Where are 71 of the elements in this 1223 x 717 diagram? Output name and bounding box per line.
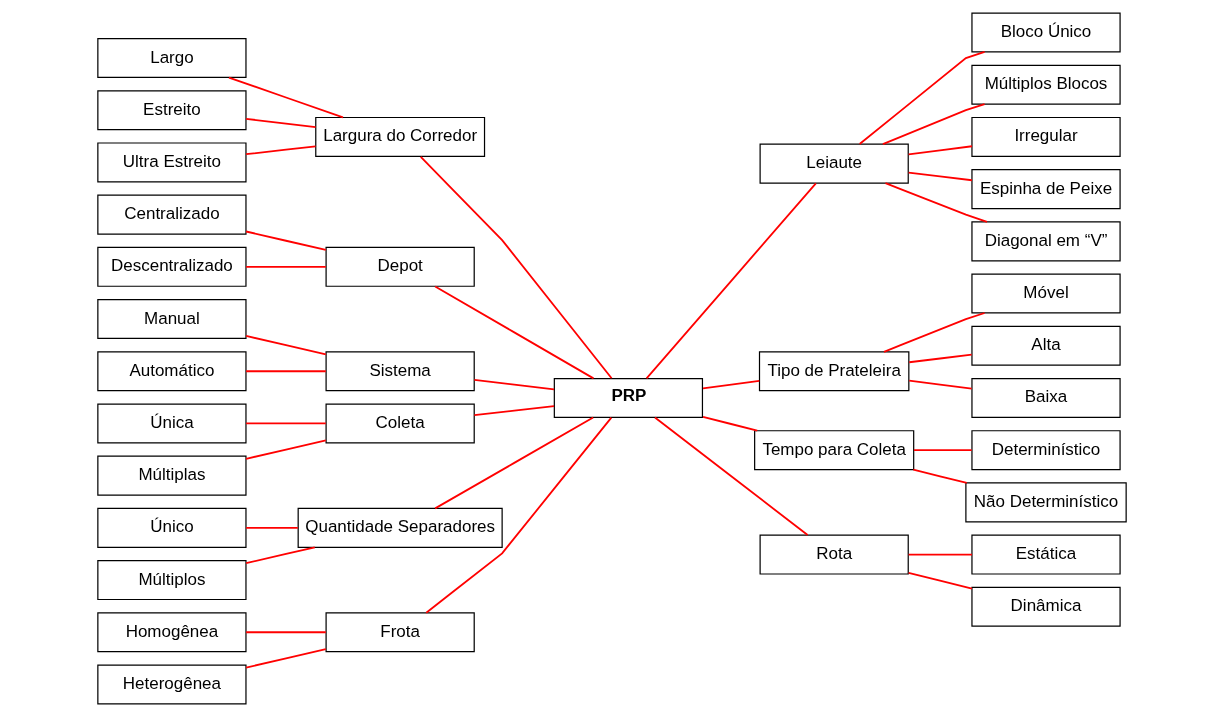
node-box: Rota xyxy=(759,534,909,575)
connector xyxy=(244,117,316,128)
connector xyxy=(244,648,327,669)
connector xyxy=(884,182,988,223)
node-box: Largura do Corredor xyxy=(314,116,485,157)
connector xyxy=(424,416,612,614)
connector xyxy=(907,353,973,364)
connector xyxy=(882,312,985,353)
connector xyxy=(244,526,299,529)
node-box: Determinístico xyxy=(970,430,1121,471)
connector xyxy=(244,265,327,268)
connector xyxy=(244,422,327,425)
node-box: Manual xyxy=(96,299,247,340)
node-box: Diagonal em “V” xyxy=(970,221,1121,262)
node-box: Tempo para Coleta xyxy=(753,430,914,471)
connector xyxy=(227,76,344,119)
connector xyxy=(653,416,809,536)
node-box: Largo xyxy=(96,38,247,79)
node-box: PRP xyxy=(553,377,703,418)
connector xyxy=(419,155,612,380)
node-box: Coleta xyxy=(325,403,475,444)
connector xyxy=(881,103,985,146)
node-box: Automático xyxy=(96,351,247,392)
node-box: Alta xyxy=(970,325,1121,366)
connector xyxy=(472,378,555,391)
connector xyxy=(701,415,758,432)
connector xyxy=(433,416,594,510)
node-box: Múltiplas xyxy=(96,455,247,496)
node-box: Sistema xyxy=(325,351,475,392)
connector xyxy=(244,546,316,565)
node-box: Centralizado xyxy=(96,194,247,235)
connector xyxy=(701,380,760,390)
node-box: Bloco Único xyxy=(970,12,1121,53)
node-box: Estreito xyxy=(96,90,247,131)
connector xyxy=(907,553,973,556)
node-box: Quantidade Separadores xyxy=(297,507,503,548)
node-box: Dinâmica xyxy=(970,586,1121,627)
node-box: Frota xyxy=(325,612,475,653)
node-box: Ultra Estreito xyxy=(96,142,247,183)
connector xyxy=(907,379,973,390)
connector xyxy=(912,449,973,452)
connector xyxy=(907,145,973,156)
connector xyxy=(858,51,985,145)
connector xyxy=(911,468,968,484)
connector xyxy=(244,631,327,634)
node-box: Estática xyxy=(970,534,1121,575)
connector xyxy=(433,285,594,380)
node-box: Espinha de Peixe xyxy=(970,169,1121,210)
connector xyxy=(907,171,973,182)
connector xyxy=(244,145,316,156)
connector xyxy=(244,335,327,356)
node-box: Única xyxy=(96,403,247,444)
node-box: Múltiplos Blocos xyxy=(970,64,1121,105)
connector xyxy=(244,230,327,251)
node-box: Irregular xyxy=(970,116,1121,157)
connector xyxy=(907,571,973,590)
connector xyxy=(244,439,327,460)
connector xyxy=(244,370,327,373)
node-box: Depot xyxy=(325,246,475,287)
connector xyxy=(472,405,555,417)
connector xyxy=(645,182,817,380)
node-box: Leiaute xyxy=(759,143,909,184)
node-box: Não Determinístico xyxy=(964,482,1127,523)
node-box: Múltiplos xyxy=(96,560,247,601)
node-box: Descentralizado xyxy=(96,246,247,287)
node-box: Baixa xyxy=(970,377,1121,418)
node-box: Móvel xyxy=(970,273,1121,314)
node-box: Homogênea xyxy=(96,612,247,653)
node-box: Único xyxy=(96,507,247,548)
node-box: Tipo de Prateleira xyxy=(758,351,909,392)
node-box: Heterogênea xyxy=(96,664,247,705)
